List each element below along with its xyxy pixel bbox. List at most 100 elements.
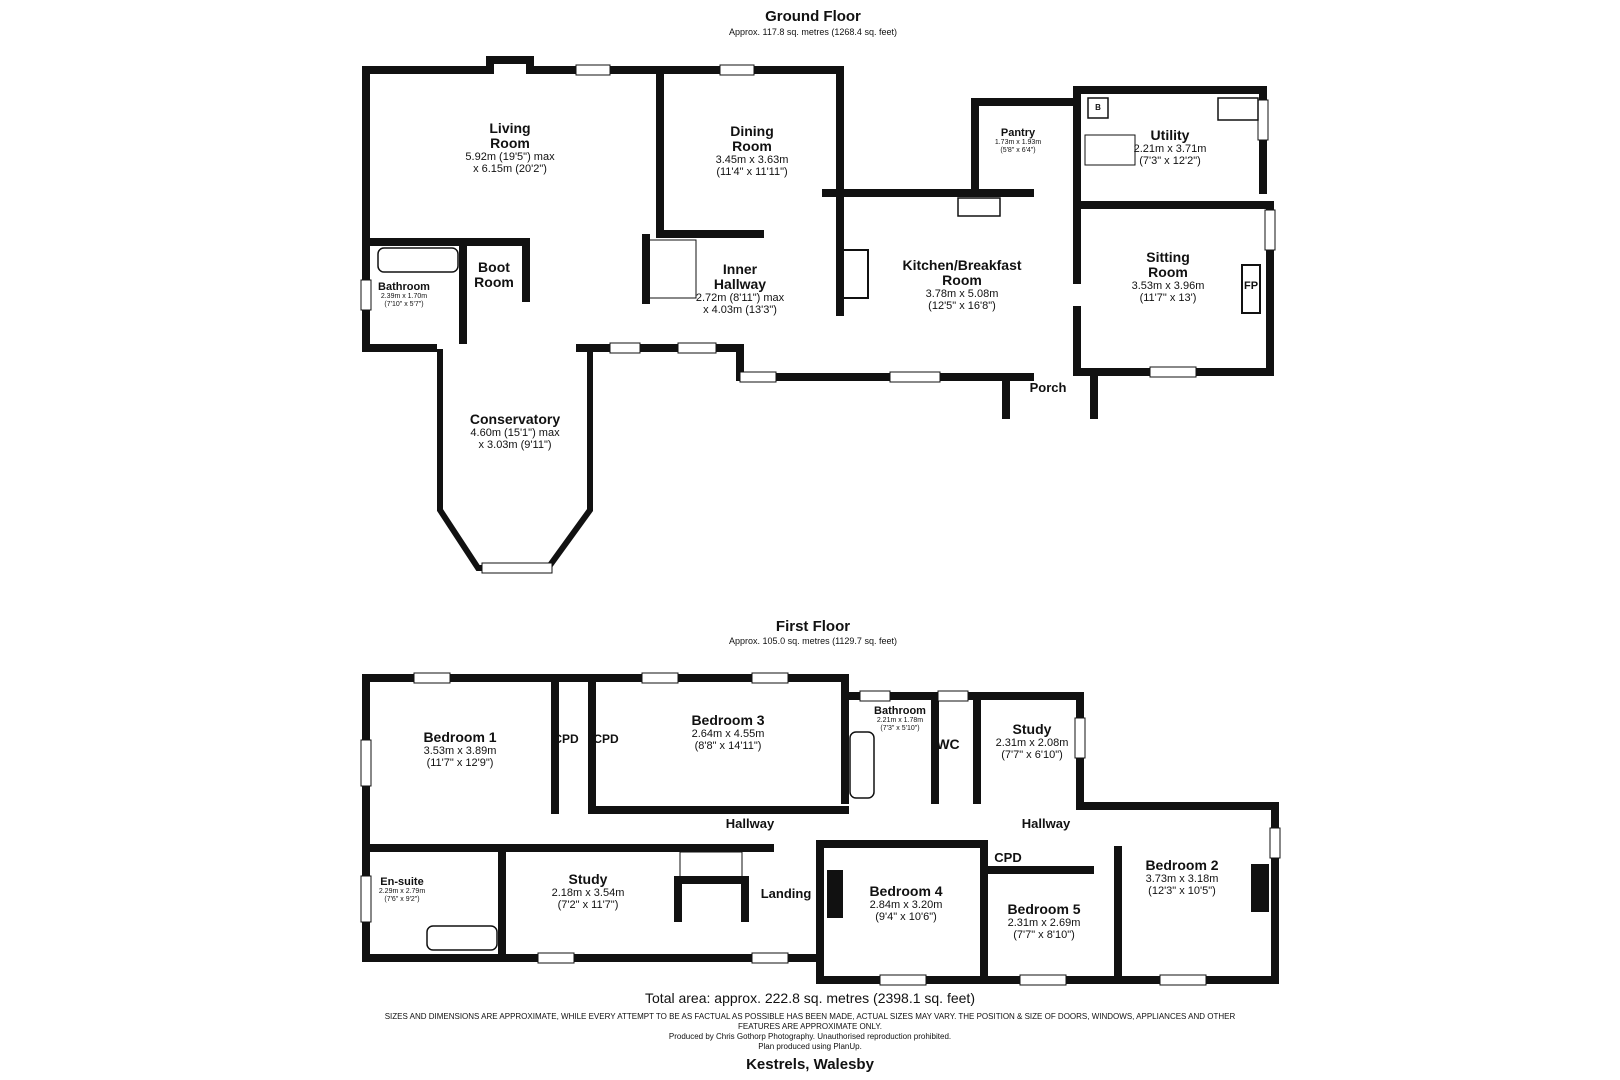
window — [413, 672, 451, 684]
first-floor-area: Approx. 105.0 sq. metres (1129.7 sq. fee… — [729, 636, 897, 646]
dining-room-dims: 3.45m x 3.63m (11'4" x 11'11") — [715, 154, 789, 178]
window — [937, 690, 969, 702]
study-dims: 2.18m x 3.54m (7'2" x 11'7") — [551, 887, 625, 911]
first-bath — [849, 731, 875, 799]
range-cooker — [842, 249, 869, 299]
study-top-name: Study — [1012, 721, 1052, 737]
ground-wall-top-chimney — [486, 56, 534, 74]
kitchen-dims: 3.78m x 5.08m (12'5" x 16'8") — [925, 288, 999, 312]
room-inner-hallway: Inner Hallway 2.72m (8'11") max x 4.03m … — [695, 261, 785, 317]
room-sitting-room: Sitting Room 3.53m x 3.96m (11'7" x 13') — [1131, 249, 1205, 305]
room-study-top: Study 2.31m x 2.08m (7'7" x 6'10") — [995, 721, 1069, 762]
boiler-label: B — [1095, 103, 1101, 112]
window — [879, 974, 927, 986]
plan-produced: Plan produced using PlanUp. — [758, 1042, 862, 1051]
room-hallway-left: Hallway — [725, 816, 775, 831]
room-study: Study 2.18m x 3.54m (7'2" x 11'7") — [551, 871, 625, 912]
window — [1019, 974, 1067, 986]
conservatory-dims: 4.60m (15'1") max x 3.03m (9'11") — [470, 427, 560, 451]
window — [1257, 99, 1269, 141]
ground-stairs — [647, 239, 697, 299]
window — [360, 875, 372, 923]
room-ensuite: En-suite 2.29m x 2.79m (7'6" x 9'2") — [379, 876, 425, 904]
ground-floor-area: Approx. 117.8 sq. metres (1268.4 sq. fee… — [729, 27, 897, 37]
conservatory-left — [437, 349, 593, 571]
utility-stairs — [1084, 134, 1136, 166]
room-landing: Landing — [760, 886, 812, 901]
sitting-room-name: Sitting Room — [1146, 249, 1190, 280]
cpd-b-label: CPD — [593, 732, 619, 746]
kitchen-sink — [957, 197, 1001, 217]
first-wall-bed4-top — [816, 840, 988, 984]
bedroom-2-dims: 3.73m x 3.18m (12'3" x 10'5") — [1145, 873, 1219, 897]
room-pantry: Pantry 1.73m x 1.93m (5'8" x 6'4") — [995, 127, 1041, 155]
room-boot-room: Boot Room — [474, 260, 514, 290]
cpd-c-label: CPD — [994, 850, 1022, 865]
bedroom-5-name: Bedroom 5 — [1007, 901, 1081, 917]
window — [481, 562, 553, 574]
pantry-dims: 1.73m x 1.93m (5'8" x 6'4") — [994, 139, 1042, 154]
first-wall-bedroom2 — [816, 802, 1279, 984]
first-bathroom-dims: 2.21m x 1.78m (7'3" x 5'10") — [876, 717, 924, 732]
ground-wall-bootroom — [459, 238, 530, 302]
window — [889, 371, 941, 383]
bedroom-3-dims: 2.64m x 4.55m (8'8" x 14'11") — [691, 728, 765, 752]
window — [1269, 827, 1281, 859]
room-porch: Porch — [1029, 380, 1067, 395]
window — [751, 952, 789, 964]
first-bathroom-name: Bathroom — [874, 705, 926, 717]
bedroom-2-name: Bedroom 2 — [1145, 857, 1219, 873]
first-wall-bath-top — [841, 692, 1084, 804]
first-chimney-breast — [827, 870, 843, 918]
ground-floor-title: Ground Floor — [765, 8, 861, 25]
first-wall-stairs — [674, 876, 749, 922]
bedroom-4-name: Bedroom 4 — [869, 883, 943, 899]
living-room-dims: 5.92m (19'5") max x 6.15m (20'2") — [465, 151, 555, 175]
utility-sink — [1217, 97, 1259, 121]
window — [1149, 366, 1197, 378]
room-conservatory: Conservatory 4.60m (15'1") max x 3.03m (… — [469, 411, 561, 452]
room-ground-bathroom: Bathroom 2.39m x 1.70m (7'10" x 5'7") — [378, 281, 430, 309]
ground-wall-top-main — [526, 66, 844, 197]
window — [677, 342, 717, 354]
window — [609, 342, 641, 354]
bedroom-5-dims: 2.31m x 2.69m (7'7" x 8'10") — [1007, 917, 1081, 941]
room-wc: WC — [936, 736, 960, 752]
bedroom-4-dims: 2.84m x 3.20m (9'4" x 10'6") — [869, 899, 943, 923]
inner-hallway-dims: 2.72m (8'11") max x 4.03m (13'3") — [695, 292, 785, 316]
utility-dims: 2.21m x 3.71m (7'3" x 12'2") — [1133, 143, 1207, 167]
room-bedroom-4: Bedroom 4 2.84m x 3.20m (9'4" x 10'6") — [869, 883, 943, 924]
dining-room-name: Dining Room — [730, 123, 774, 154]
study-top-dims: 2.31m x 2.08m (7'7" x 6'10") — [995, 737, 1069, 761]
window — [859, 690, 891, 702]
property-name: Kestrels, Walesby — [746, 1056, 874, 1073]
bedroom-3-name: Bedroom 3 — [691, 712, 765, 728]
window — [575, 64, 611, 76]
window — [360, 279, 372, 311]
disclaimer-line2: FEATURES ARE APPROXIMATE ONLY. — [738, 1022, 882, 1031]
sitting-room-dims: 3.53m x 3.96m (11'7" x 13') — [1131, 280, 1205, 304]
window — [1074, 717, 1086, 759]
first-floor-title: First Floor — [775, 618, 851, 635]
study-name: Study — [568, 871, 608, 887]
window — [1159, 974, 1207, 986]
window — [537, 952, 575, 964]
ground-wall-front-mid — [576, 344, 849, 381]
inner-hallway-name: Inner Hallway — [713, 261, 767, 292]
ground-wall-living-outer — [362, 66, 437, 352]
total-area: Total area: approx. 222.8 sq. metres (23… — [645, 990, 975, 1006]
room-bedroom-1: Bedroom 1 3.53m x 3.89m (11'7" x 12'9") — [423, 730, 497, 770]
boiler-box — [1087, 97, 1109, 119]
window — [360, 739, 372, 787]
ground-wall-utility — [1073, 86, 1267, 194]
ground-wall-dining-right — [822, 189, 844, 316]
room-first-bathroom: Bathroom 2.21m x 1.78m (7'3" x 5'10") — [874, 705, 926, 733]
bedroom-1-dims: 3.53m x 3.89m (11'7" x 12'9") — [423, 745, 497, 769]
window — [751, 672, 789, 684]
boot-room-name: Boot Room — [474, 259, 514, 290]
window — [641, 672, 679, 684]
utility-name: Utility — [1150, 127, 1190, 143]
conservatory-name: Conservatory — [469, 411, 561, 427]
room-bedroom-3: Bedroom 3 2.64m x 4.55m (8'8" x 14'11") — [691, 712, 765, 753]
